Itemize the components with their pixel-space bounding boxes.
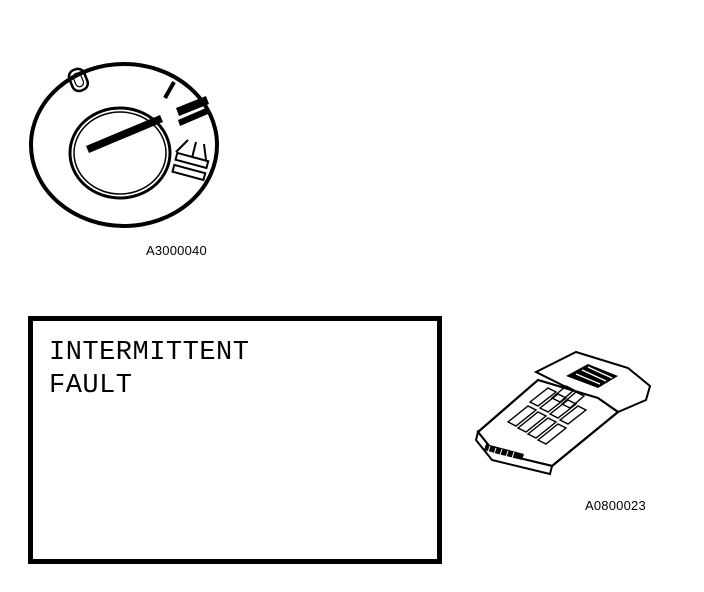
scan-tool-figure-caption: A0800023 xyxy=(585,498,646,513)
display-message-line-2: FAULT xyxy=(49,371,133,401)
scan-tool-icon xyxy=(474,350,652,476)
ignition-switch-icon xyxy=(29,62,219,228)
display-message-line-1: INTERMITTENT xyxy=(49,338,250,368)
scan-tool-display: INTERMITTENT FAULT xyxy=(28,316,442,564)
ignition-figure-caption: A3000040 xyxy=(146,243,207,258)
